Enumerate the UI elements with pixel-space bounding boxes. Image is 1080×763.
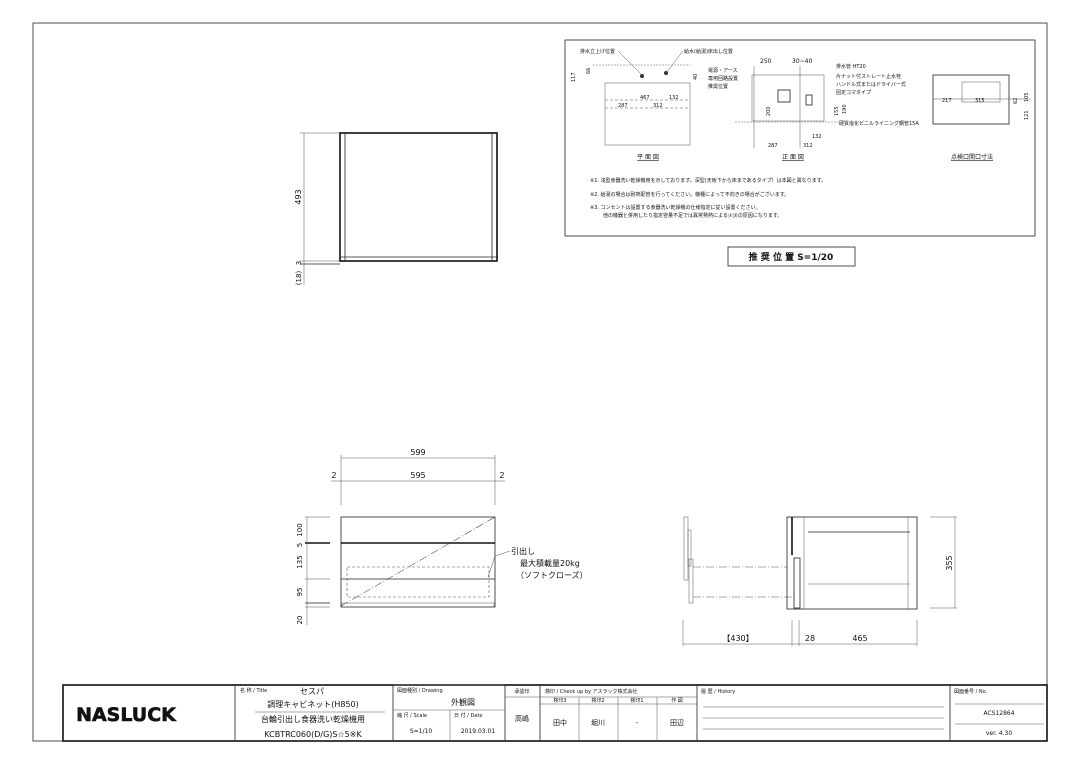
svg-text:62: 62 bbox=[1013, 98, 1019, 104]
svg-text:固定コマタイプ: 固定コマタイプ bbox=[836, 89, 871, 96]
title-main: セスパ bbox=[300, 687, 324, 696]
svg-text:縮 尺 / Scale: 縮 尺 / Scale bbox=[397, 712, 427, 719]
svg-text:190: 190 bbox=[842, 104, 848, 114]
svg-text:95: 95 bbox=[296, 588, 304, 597]
svg-text:312: 312 bbox=[653, 103, 663, 109]
dim-28: 28 bbox=[805, 634, 815, 643]
svg-text:2019.03.01: 2019.03.01 bbox=[461, 728, 496, 735]
svg-text:作 図: 作 図 bbox=[671, 697, 683, 704]
svg-text:2: 2 bbox=[499, 471, 504, 480]
svg-text:20: 20 bbox=[296, 616, 304, 625]
note-1: ※1. 浅型食器洗い乾燥機用を示しております。深型(天板下から床まであるタイプ）… bbox=[590, 177, 826, 184]
label-supply-outlet: 給水(給湯)床出し位置 bbox=[684, 48, 733, 55]
dim-493: 493 bbox=[294, 189, 303, 204]
svg-text:日 付 / Date: 日 付 / Date bbox=[454, 712, 482, 719]
svg-text:121: 121 bbox=[1024, 110, 1030, 120]
title-block: NASLUCK 名 称 / Title セスパ 調理キャビネット(H850) 台… bbox=[62, 684, 1048, 742]
dim-355: 355 bbox=[945, 555, 954, 570]
svg-text:硬質塩化ビニルライニング鋼管15A: 硬質塩化ビニルライニング鋼管15A bbox=[839, 120, 919, 127]
note-2: ※2. 給湯の場合は耐熱配管を行ってください。機種によって不向きの場合がございま… bbox=[590, 191, 789, 198]
svg-text:専用回路設置: 専用回路設置 bbox=[708, 75, 738, 82]
plan-caption: 平 面 図 bbox=[637, 154, 659, 161]
dim-3: 3 bbox=[295, 261, 303, 265]
svg-text:40: 40 bbox=[693, 74, 699, 80]
recommended-position-inset: 排水立上げ位置 給水(給湯)床出し位置 117 66 40 467 132 28… bbox=[564, 39, 1036, 237]
drawing-number: ACS12864 bbox=[983, 710, 1014, 717]
svg-text:66: 66 bbox=[586, 68, 592, 74]
svg-text:105: 105 bbox=[1024, 92, 1030, 102]
svg-text:155: 155 bbox=[834, 106, 840, 116]
svg-text:検印1: 検印1 bbox=[630, 697, 643, 704]
svg-text:台輪引出し食器洗い乾燥機用: 台輪引出し食器洗い乾燥機用 bbox=[261, 714, 365, 724]
svg-text:片ナット付ストレート止水栓: 片ナット付ストレート止水栓 bbox=[836, 73, 901, 80]
svg-text:検印 / Check up by アスラック株式会社: 検印 / Check up by アスラック株式会社 bbox=[545, 688, 638, 695]
svg-text:217: 217 bbox=[942, 98, 952, 104]
svg-text:135: 135 bbox=[296, 555, 304, 568]
svg-text:KCBTRC060(D/G)S☆5※K: KCBTRC060(D/G)S☆5※K bbox=[264, 730, 362, 739]
svg-text:承認印: 承認印 bbox=[514, 688, 529, 695]
svg-text:推奨位置: 推奨位置 bbox=[708, 83, 728, 90]
version: ver. 4.30 bbox=[986, 730, 1013, 737]
recommended-position-title: 推 奨 位 置 S=1/20 bbox=[749, 251, 834, 263]
drawer-note: 引出し bbox=[511, 546, 535, 556]
svg-text:117: 117 bbox=[571, 72, 577, 82]
svg-text:検印3: 検印3 bbox=[553, 697, 566, 704]
note-3b: 他の機器と併用したり指定容量不足では異常発熱による火災の原因になります。 bbox=[603, 212, 782, 219]
dim-430: 【430】 bbox=[722, 634, 753, 643]
svg-text:履 歴 / History: 履 歴 / History bbox=[701, 689, 735, 695]
svg-text:堀川: 堀川 bbox=[591, 718, 605, 727]
svg-text:ハンドル式またはドライバー式: ハンドル式またはドライバー式 bbox=[836, 81, 906, 88]
side-view: 355 【430】 28 465 bbox=[682, 516, 957, 646]
svg-text:287: 287 bbox=[618, 103, 628, 109]
svg-text:250: 250 bbox=[760, 58, 772, 65]
svg-text:100: 100 bbox=[296, 523, 304, 536]
dim-595: 595 bbox=[410, 471, 425, 480]
svg-text:図面番号 / No.: 図面番号 / No. bbox=[954, 688, 988, 695]
svg-text:287: 287 bbox=[768, 143, 778, 149]
svg-text:図面種別 / Drawing: 図面種別 / Drawing bbox=[397, 687, 443, 694]
svg-text:（ソフトクローズ）: （ソフトクローズ） bbox=[516, 570, 588, 580]
svg-text:132: 132 bbox=[812, 134, 822, 140]
front-caption: 正 面 図 bbox=[782, 154, 804, 161]
svg-text:315: 315 bbox=[975, 98, 985, 104]
svg-text:外観図: 外観図 bbox=[451, 697, 475, 707]
nasluck-logo: NASLUCK bbox=[76, 704, 177, 726]
svg-text:電源・アース: 電源・アース bbox=[708, 67, 737, 74]
svg-text:312: 312 bbox=[803, 143, 813, 149]
sheet-border bbox=[32, 22, 1048, 742]
svg-text:-: - bbox=[636, 719, 639, 727]
svg-text:田中: 田中 bbox=[553, 718, 567, 727]
label-drain-pipe: 排水管 HT20 bbox=[836, 63, 866, 70]
svg-text:高嶋: 高嶋 bbox=[515, 714, 529, 723]
svg-text:30~40: 30~40 bbox=[792, 58, 812, 65]
svg-text:検印2: 検印2 bbox=[591, 697, 604, 704]
plan-view: 493 3 (18) bbox=[294, 132, 498, 286]
svg-text:S=1/10: S=1/10 bbox=[410, 728, 432, 735]
svg-text:名 称 / Title: 名 称 / Title bbox=[240, 687, 267, 694]
svg-text:5: 5 bbox=[296, 543, 304, 547]
svg-text:467: 467 bbox=[640, 95, 650, 101]
svg-text:2: 2 bbox=[331, 471, 336, 480]
note-3: ※3. コンセントは設置する食器洗い乾燥機の仕様指定に従い設置ください。 bbox=[590, 204, 761, 211]
opening-caption: 点検口開口寸法 bbox=[951, 153, 993, 161]
svg-text:200: 200 bbox=[766, 106, 772, 116]
dim-465: 465 bbox=[852, 634, 867, 643]
svg-text:最大積載量20kg: 最大積載量20kg bbox=[520, 558, 580, 568]
front-view: 599 595 2 2 100 5 135 95 20 引出し 最大積載量20k… bbox=[296, 448, 588, 625]
dim-599: 599 bbox=[410, 448, 425, 457]
label-drain-riser: 排水立上げ位置 bbox=[580, 48, 615, 55]
svg-text:132: 132 bbox=[669, 95, 679, 101]
svg-text:調理キャビネット(H850): 調理キャビネット(H850) bbox=[267, 699, 359, 709]
svg-text:田辺: 田辺 bbox=[670, 719, 684, 727]
dim-18: (18) bbox=[295, 271, 303, 286]
